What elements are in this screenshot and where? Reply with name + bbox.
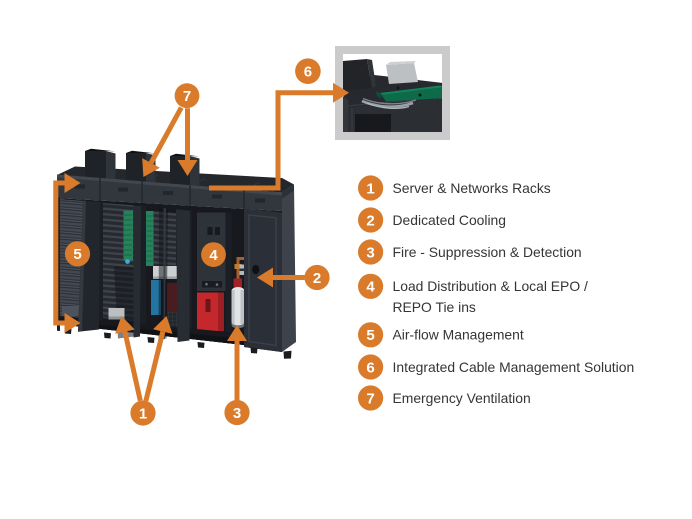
svg-text:3: 3 xyxy=(366,244,374,261)
svg-text:Integrated Cable Management So: Integrated Cable Management Solution xyxy=(393,359,635,375)
svg-text:2: 2 xyxy=(366,212,374,229)
svg-text:REPO Tie ins: REPO Tie ins xyxy=(393,299,476,315)
svg-text:2: 2 xyxy=(313,270,321,287)
svg-text:Server & Networks Racks: Server & Networks Racks xyxy=(393,180,551,196)
svg-text:Emergency Ventilation: Emergency Ventilation xyxy=(393,390,531,406)
svg-text:1: 1 xyxy=(366,180,374,197)
svg-text:6: 6 xyxy=(366,359,374,376)
svg-text:Fire - Suppression & Detection: Fire - Suppression & Detection xyxy=(393,244,582,260)
svg-text:4: 4 xyxy=(209,247,218,264)
svg-text:7: 7 xyxy=(366,390,374,407)
svg-text:Dedicated Cooling: Dedicated Cooling xyxy=(393,212,507,228)
svg-text:5: 5 xyxy=(366,327,374,344)
svg-text:3: 3 xyxy=(233,405,241,422)
svg-text:Air-flow Management: Air-flow Management xyxy=(393,327,524,343)
svg-text:4: 4 xyxy=(366,279,375,296)
svg-text:7: 7 xyxy=(183,88,191,105)
svg-text:6: 6 xyxy=(304,64,312,81)
svg-text:5: 5 xyxy=(73,246,81,263)
svg-text:1: 1 xyxy=(139,405,147,422)
svg-text:Load Distribution & Local EPO: Load Distribution & Local EPO / xyxy=(393,278,588,294)
